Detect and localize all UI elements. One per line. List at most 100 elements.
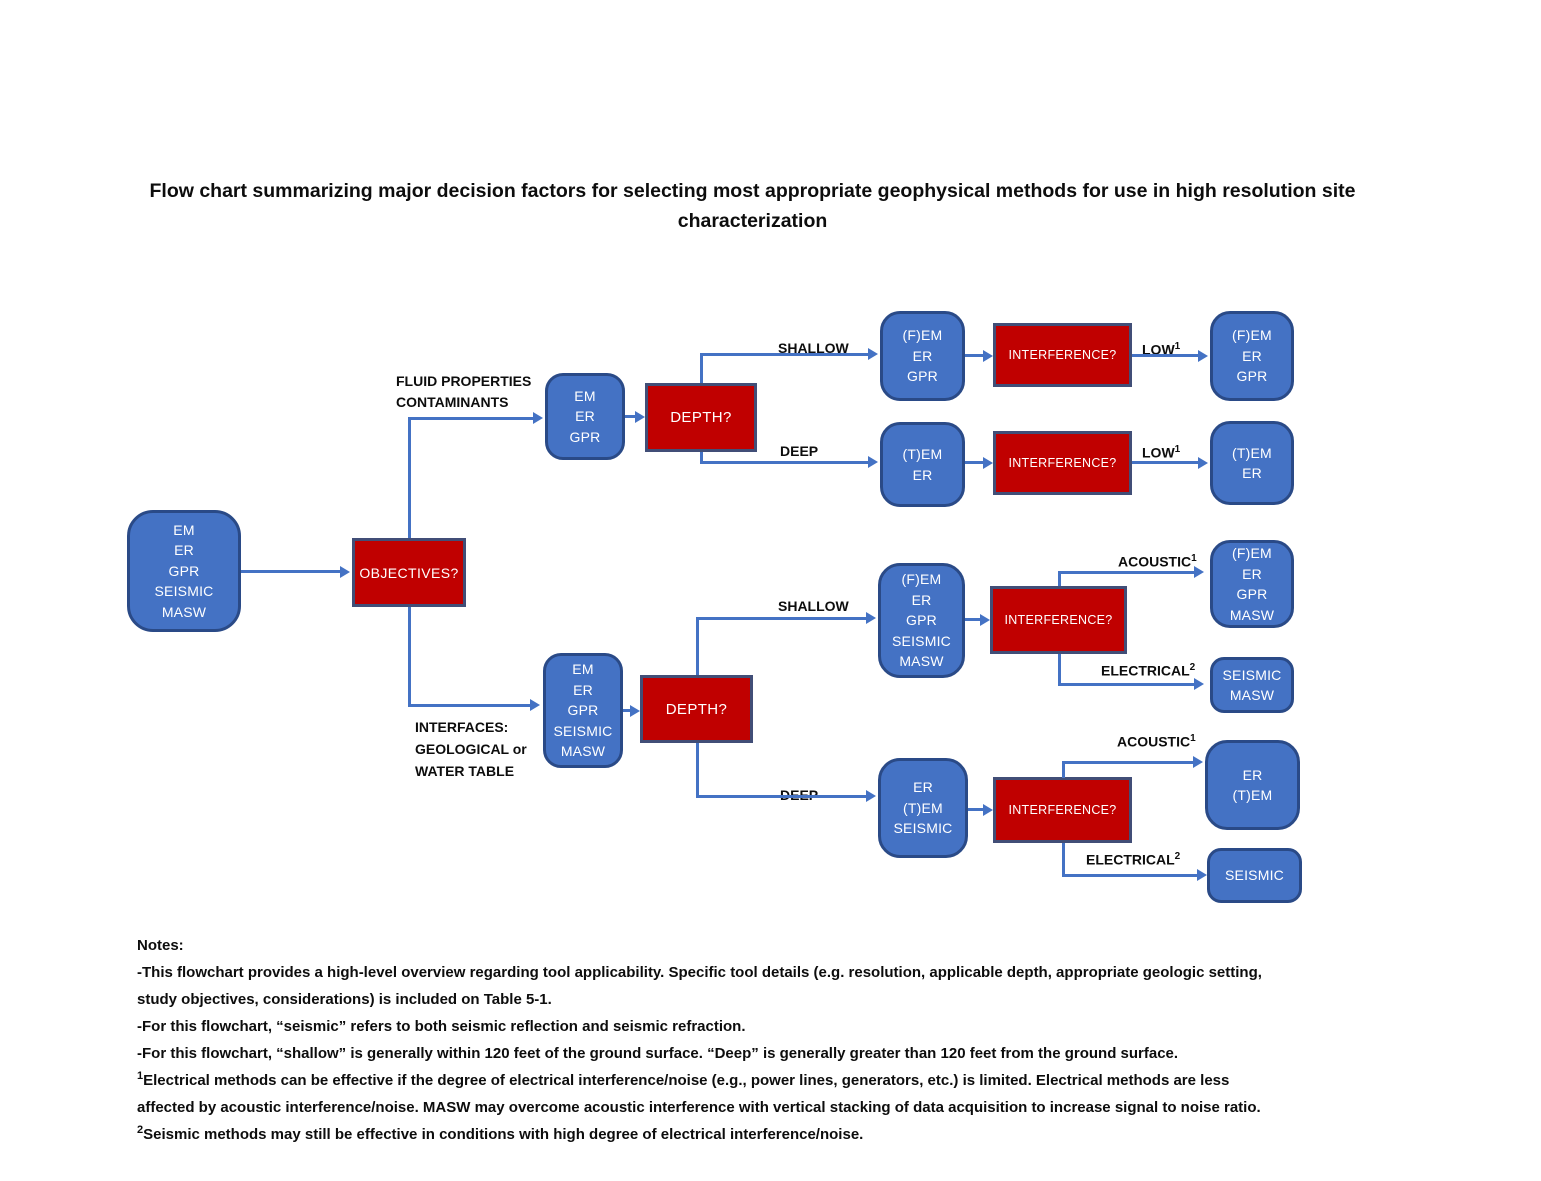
connector-line bbox=[965, 618, 980, 621]
node-line: MASW bbox=[1229, 606, 1275, 623]
decision-label: INTERFERENCE? bbox=[1004, 613, 1113, 627]
label-superscript: 1 bbox=[1174, 341, 1181, 352]
connector-line bbox=[700, 452, 703, 463]
node-line: MASW bbox=[1229, 687, 1275, 703]
note-superscript: 2 bbox=[137, 1124, 144, 1136]
connector-line bbox=[408, 418, 411, 538]
node-line: EM bbox=[574, 387, 596, 404]
node-line: GPR bbox=[1236, 368, 1268, 385]
node-line: (T)EM bbox=[1232, 787, 1273, 803]
node-line: SEISMIC bbox=[893, 820, 953, 837]
node-line: ER bbox=[913, 779, 933, 796]
node-line: EM bbox=[572, 661, 594, 678]
note-text: study objectives, considerations) is inc… bbox=[137, 991, 552, 1008]
node-line: MASW bbox=[161, 603, 207, 620]
node-fluid-shallow: (F)EM ER GPR bbox=[880, 311, 965, 401]
label-acoustic-shallow: ACOUSTIC1 bbox=[1118, 549, 1197, 572]
arrowhead-icon bbox=[530, 699, 540, 711]
node-line: ER bbox=[1242, 347, 1262, 364]
note-line: -For this flowchart, “seismic” refers to… bbox=[137, 1011, 1477, 1038]
label-line: INTERFACES: bbox=[415, 719, 509, 735]
label-superscript: 2 bbox=[1174, 851, 1181, 862]
label-low-deep: LOW1 bbox=[1142, 440, 1180, 463]
label-shallow-interface: SHALLOW bbox=[778, 598, 849, 614]
decision-interference-interface-deep: INTERFERENCE? bbox=[993, 777, 1132, 843]
decision-interference-interface-shallow: INTERFERENCE? bbox=[990, 586, 1127, 654]
arrowhead-icon bbox=[866, 790, 876, 802]
node-interface-deep-electrical: SEISMIC bbox=[1207, 848, 1302, 903]
note-line: study objectives, considerations) is inc… bbox=[137, 984, 1477, 1011]
arrowhead-icon bbox=[1194, 678, 1204, 690]
connector-line bbox=[623, 709, 630, 712]
note-text: -For this flowchart, “shallow” is genera… bbox=[137, 1045, 1179, 1062]
arrowhead-icon bbox=[1194, 566, 1204, 578]
note-superscript: 1 bbox=[137, 1070, 144, 1082]
decision-label: INTERFERENCE? bbox=[1008, 803, 1117, 817]
node-line: (F)EM bbox=[1232, 545, 1272, 561]
node-line: ER bbox=[575, 408, 595, 425]
node-line: (F)EM bbox=[1232, 327, 1272, 344]
note-line: -This flowchart provides a high-level ov… bbox=[137, 957, 1477, 984]
connector-line bbox=[1062, 761, 1193, 764]
label-fluid-properties: FLUID PROPERTIES CONTAMINANTS bbox=[396, 371, 531, 413]
connector-line bbox=[696, 795, 866, 798]
connector-line bbox=[1062, 874, 1197, 877]
node-line: ER bbox=[912, 466, 933, 483]
note-line: Notes: bbox=[137, 930, 1477, 957]
arrowhead-icon bbox=[1198, 350, 1208, 362]
label-acoustic-deep: ACOUSTIC1 bbox=[1117, 729, 1196, 752]
node-interface-deep-acoustic: ER (T)EM bbox=[1205, 740, 1300, 830]
node-interface-shallow: (F)EM ER GPR SEISMIC MASW bbox=[878, 563, 965, 678]
decision-depth-fluid: DEPTH? bbox=[645, 383, 757, 452]
decision-label: DEPTH? bbox=[670, 409, 732, 426]
arrowhead-icon bbox=[1193, 756, 1203, 768]
label-text: LOW bbox=[1142, 444, 1175, 461]
note-line: -For this flowchart, “shallow” is genera… bbox=[137, 1038, 1477, 1065]
label-superscript: 2 bbox=[1189, 662, 1196, 673]
connector-line bbox=[241, 570, 340, 573]
arrowhead-icon bbox=[980, 614, 990, 626]
node-line: MASW bbox=[560, 743, 606, 760]
label-shallow-fluid: SHALLOW bbox=[778, 340, 849, 356]
node-start-methods: EM ER GPR SEISMIC MASW bbox=[127, 510, 241, 632]
connector-line bbox=[965, 354, 983, 357]
label-superscript: 1 bbox=[1174, 444, 1181, 455]
connector-line bbox=[625, 415, 635, 418]
note-text: Electrical methods can be effective if t… bbox=[143, 1072, 1230, 1089]
decision-interference-fluid-shallow: INTERFERENCE? bbox=[993, 323, 1132, 387]
label-superscript: 1 bbox=[1191, 553, 1197, 564]
node-line: GPR bbox=[907, 368, 938, 385]
arrowhead-icon bbox=[866, 612, 876, 624]
connector-line bbox=[408, 417, 533, 420]
arrowhead-icon bbox=[1197, 869, 1207, 881]
connector-line bbox=[1058, 573, 1061, 586]
arrowhead-icon bbox=[1198, 457, 1208, 469]
node-line: SEISMIC bbox=[1222, 666, 1282, 683]
label-text: ACOUSTIC bbox=[1117, 733, 1191, 750]
connector-line bbox=[1062, 843, 1065, 876]
node-interface-deep: ER (T)EM SEISMIC bbox=[878, 758, 968, 858]
connector-line bbox=[1058, 683, 1194, 686]
connector-line bbox=[965, 461, 983, 464]
label-text: ELECTRICAL bbox=[1101, 662, 1190, 679]
note-text: affected by acoustic interference/noise.… bbox=[137, 1099, 1261, 1116]
note-line: 1Electrical methods can be effective if … bbox=[137, 1065, 1477, 1092]
label-line: GEOLOGICAL or bbox=[415, 741, 527, 757]
arrowhead-icon bbox=[983, 804, 993, 816]
node-line: GPR bbox=[168, 562, 200, 579]
arrowhead-icon bbox=[340, 566, 350, 578]
label-electrical-shallow: ELECTRICAL2 bbox=[1101, 658, 1195, 681]
arrowhead-icon bbox=[868, 456, 878, 468]
label-low-shallow: LOW1 bbox=[1142, 337, 1180, 360]
connector-line bbox=[696, 743, 699, 797]
connector-line bbox=[968, 808, 983, 811]
node-line: ER bbox=[573, 681, 593, 698]
label-interfaces: INTERFACES: GEOLOGICAL or WATER TABLE bbox=[415, 716, 527, 782]
connector-line bbox=[1062, 763, 1065, 778]
node-line: ER bbox=[174, 542, 194, 559]
node-line: SEISMIC bbox=[553, 722, 613, 739]
label-text: ACOUSTIC bbox=[1118, 553, 1192, 570]
connector-line bbox=[696, 619, 699, 675]
decision-label: INTERFERENCE? bbox=[1008, 456, 1117, 470]
